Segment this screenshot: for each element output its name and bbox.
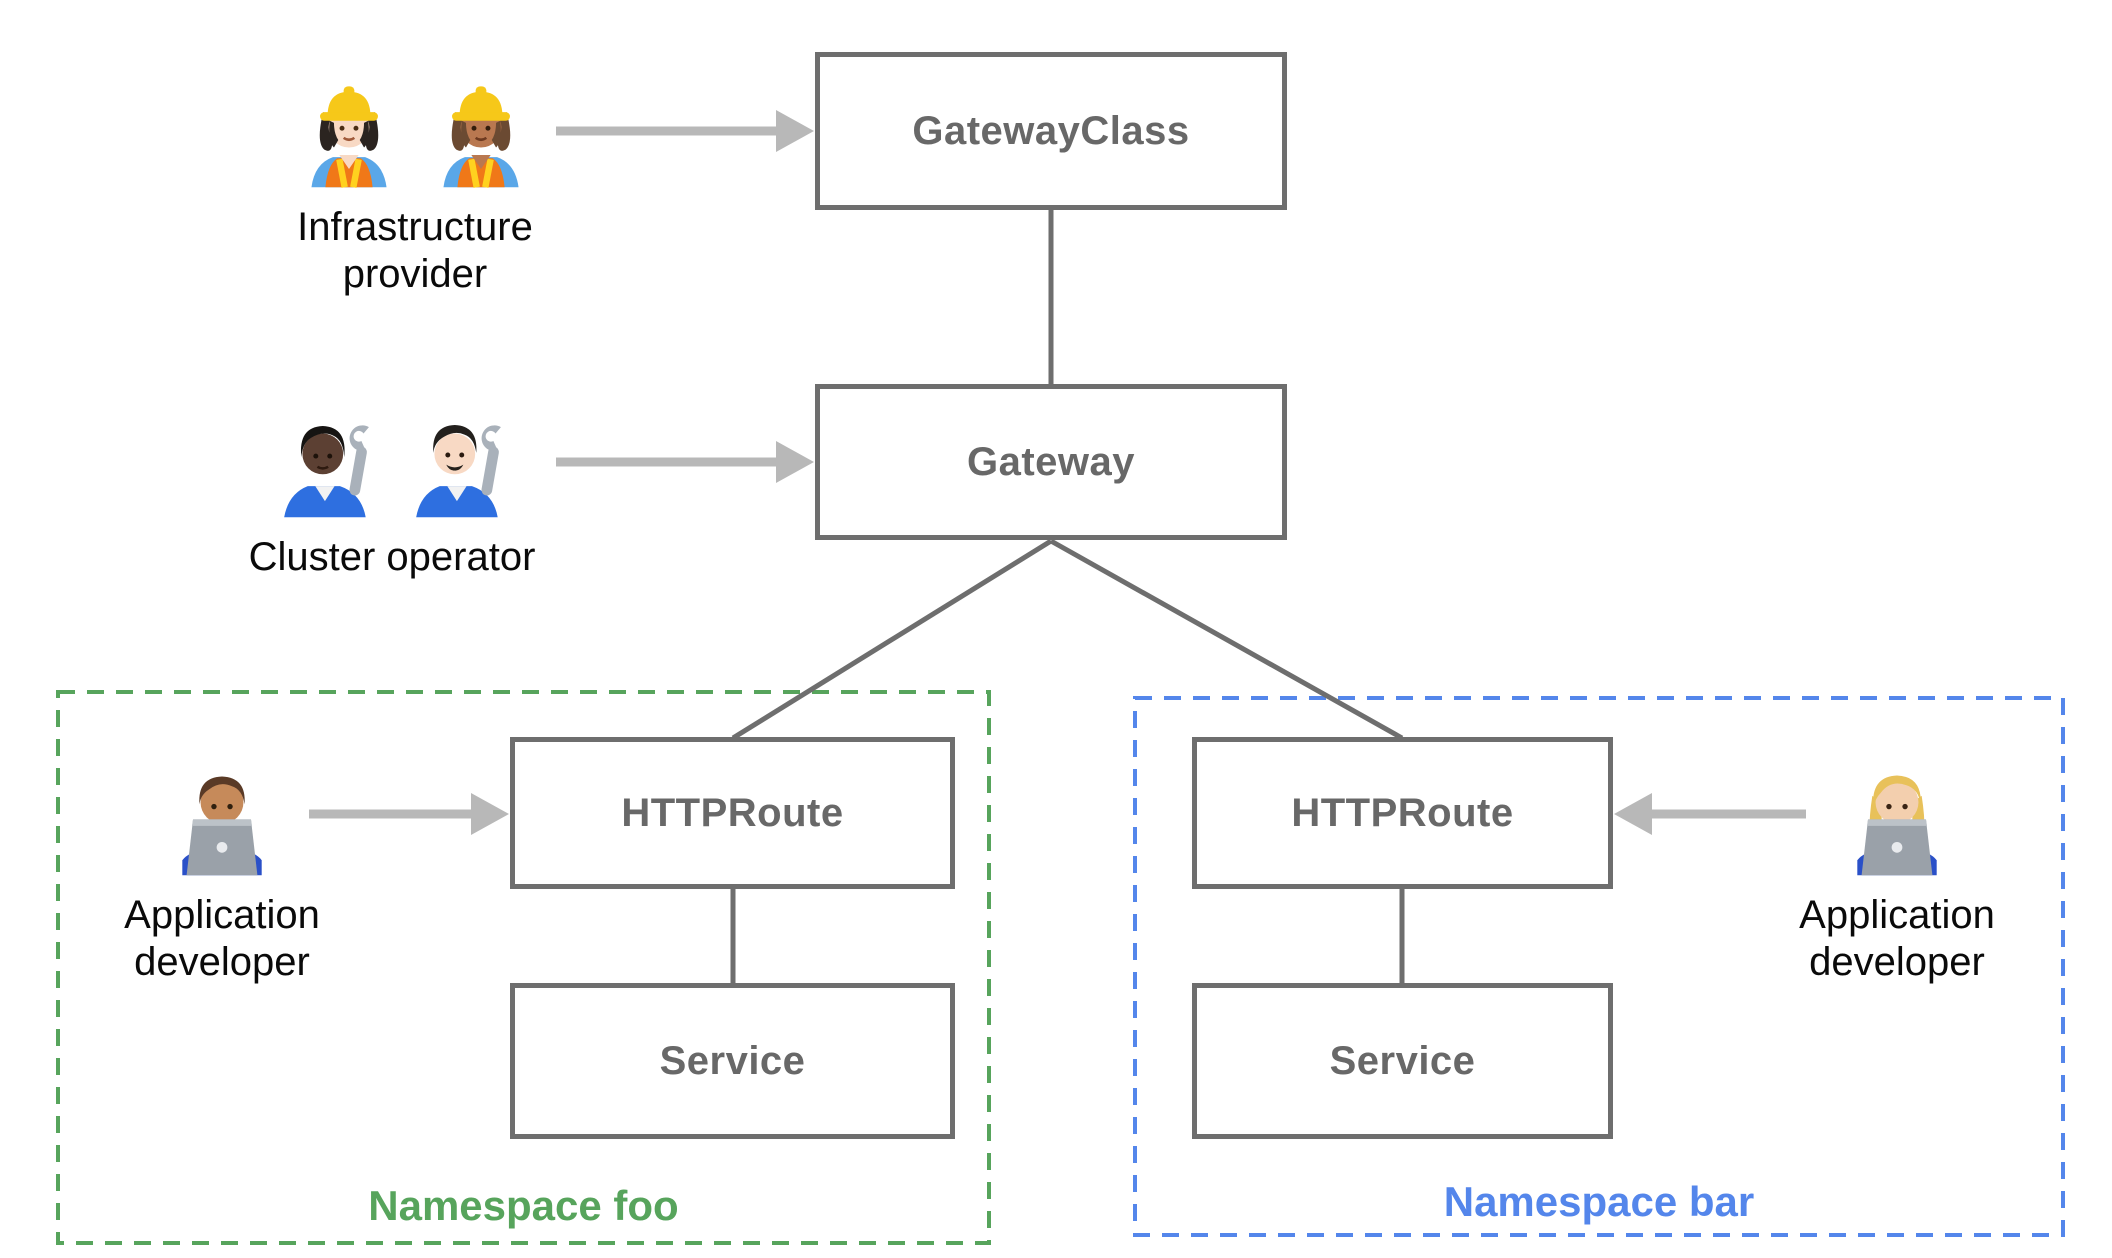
node-service-foo: Service bbox=[510, 983, 955, 1139]
cluster-operator-label: Cluster operator bbox=[248, 535, 536, 579]
persona-app-developer-foo: Application developer bbox=[77, 748, 367, 986]
infrastructure-provider-icons bbox=[290, 60, 540, 190]
app-developer-foo-label: Application developer bbox=[124, 893, 320, 985]
infrastructure-provider-label: Infrastructure provider bbox=[297, 205, 533, 297]
node-httproute-foo: HTTPRoute bbox=[510, 737, 955, 889]
node-gateway: Gateway bbox=[815, 384, 1287, 540]
man-mechanic-light-skin-mustache-emoji bbox=[416, 424, 501, 518]
namespace-foo-boundary bbox=[56, 690, 991, 1245]
app-developer-bar-label: Application developer bbox=[1799, 893, 1995, 985]
arrowhead-cluster-to-gateway bbox=[776, 441, 814, 483]
node-httproute-bar: HTTPRoute bbox=[1192, 737, 1613, 889]
namespace-foo-label: Namespace foo bbox=[368, 1182, 679, 1229]
man-technologist-emoji bbox=[182, 776, 262, 876]
edge-gateway-httproute-foo bbox=[731, 538, 1053, 741]
wrench-icon bbox=[349, 425, 369, 496]
cluster-operator-icons bbox=[267, 390, 517, 520]
persona-infrastructure-provider: Infrastructure provider bbox=[270, 60, 560, 298]
arrowhead-infra-to-gatewayclass bbox=[776, 110, 814, 152]
woman-technologist-blonde-emoji bbox=[1857, 775, 1937, 876]
edge-gateway-httproute-bar bbox=[1049, 538, 1404, 741]
persona-app-developer-bar: Application developer bbox=[1752, 748, 2042, 986]
woman-construction-worker-light-skin-emoji bbox=[311, 86, 387, 188]
node-service-bar: Service bbox=[1192, 983, 1613, 1139]
namespace-bar-boundary bbox=[1133, 696, 2065, 1237]
woman-construction-worker-medium-skin-emoji bbox=[443, 86, 519, 188]
app-developer-bar-icons bbox=[1838, 748, 1956, 878]
wrench-icon bbox=[481, 425, 501, 496]
namespace-bar-label: Namespace bar bbox=[1443, 1178, 1755, 1225]
persona-cluster-operator: Cluster operator bbox=[247, 390, 537, 581]
mechanic-dark-skin-emoji bbox=[284, 425, 369, 518]
arrowhead-dev-to-httproute-bar bbox=[1614, 793, 1652, 835]
arrowhead-dev-to-httproute-foo bbox=[471, 793, 509, 835]
node-gatewayclass: GatewayClass bbox=[815, 52, 1287, 210]
app-developer-foo-icons bbox=[163, 748, 281, 878]
